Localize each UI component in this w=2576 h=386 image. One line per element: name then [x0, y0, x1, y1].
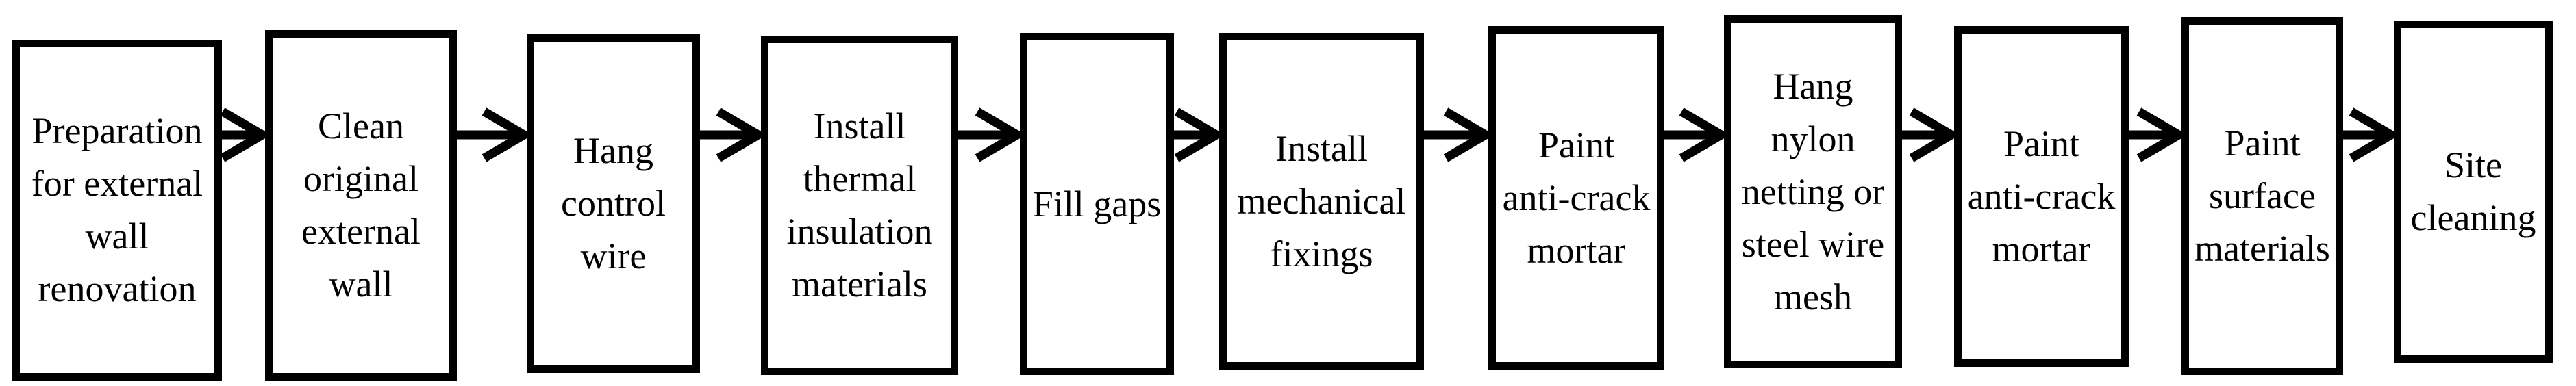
flow-step-label-line: Paint	[1538, 124, 1614, 166]
flow-step-label-line: mesh	[1774, 276, 1852, 318]
flow-step-label-line: Fill gaps	[1032, 183, 1162, 224]
flow-step-label-line: control	[561, 183, 666, 224]
flow-step-label-line: external	[301, 211, 421, 252]
flow-step: Fill gaps	[1020, 33, 1174, 375]
flow-step-label-line: steel wire	[1741, 223, 1885, 265]
flow-step-label-line: original	[303, 158, 418, 199]
arrow-right-icon	[694, 106, 762, 164]
flow-step-label-line: surface	[2209, 175, 2316, 216]
flow-step-label-line: Install	[1275, 127, 1368, 169]
flow-step: Install mechanical fixings	[1219, 33, 1424, 370]
flow-step-label-line: for external	[31, 163, 203, 204]
flow-step-label-line: anti-crack	[1967, 175, 2116, 217]
arrow-right-icon	[1418, 106, 1490, 164]
flow-step: Hang nylon netting or steel wire mesh	[1724, 15, 1902, 368]
flow-step-label-line: Site	[2444, 144, 2502, 185]
arrow-right-icon	[1896, 106, 1955, 164]
flow-step-label-line: wall	[329, 263, 393, 305]
flow-step-label-line: renovation	[38, 268, 197, 309]
flow-step-label-line: cleaning	[2410, 197, 2536, 238]
flow-step-label-line: Hang	[573, 130, 653, 171]
arrow-right-icon	[2123, 106, 2183, 164]
flow-step-label-line: mortar	[1992, 228, 2091, 270]
flow-step-label-line: thermal	[803, 158, 916, 199]
flow-step-label-line: wall	[85, 216, 149, 257]
flow-step-label-line: Paint	[2003, 123, 2079, 164]
flow-step-label-line: materials	[792, 263, 927, 305]
arrow-right-icon	[451, 106, 528, 164]
flow-step: Paint anti-crack mortar	[1488, 26, 1664, 370]
flow-step-label-line: Hang	[1773, 65, 1853, 107]
flow-step: Install thermal insulation materials	[761, 36, 958, 375]
flow-step-label-line: Install	[813, 105, 906, 146]
flow-step: Clean original external wall	[265, 30, 457, 381]
flow-step-label-line: materials	[2194, 228, 2330, 269]
arrow-right-icon	[952, 106, 1021, 164]
flow-step-label-line: mortar	[1527, 229, 1626, 271]
flow-step-label-line: Paint	[2224, 123, 2301, 164]
flow-step: Hang control wire	[527, 34, 700, 373]
flow-step: Site cleaning	[2394, 21, 2553, 363]
flow-step-label-line: anti-crack	[1502, 177, 1651, 218]
flow-step-label-line: Preparation	[32, 110, 203, 151]
arrow-right-icon	[1168, 106, 1221, 164]
flow-step-label-line: fixings	[1270, 233, 1373, 274]
flow-step: Paint surface materials	[2181, 17, 2343, 375]
arrow-right-icon	[1658, 106, 1725, 164]
flow-step: Paint anti-crack mortar	[1954, 26, 2129, 367]
flow-step-label-line: wire	[580, 235, 647, 276]
arrow-right-icon	[216, 106, 266, 164]
flow-step: Preparation for external wall renovation	[12, 40, 222, 381]
flow-step-label-line: netting or	[1741, 170, 1885, 212]
flow-step-label-line: insulation	[786, 211, 933, 252]
flow-step-label-line: nylon	[1771, 118, 1855, 159]
arrow-right-icon	[2337, 106, 2395, 164]
flow-step-label-line: Clean	[318, 105, 404, 146]
flow-step-label-line: mechanical	[1237, 180, 1406, 222]
